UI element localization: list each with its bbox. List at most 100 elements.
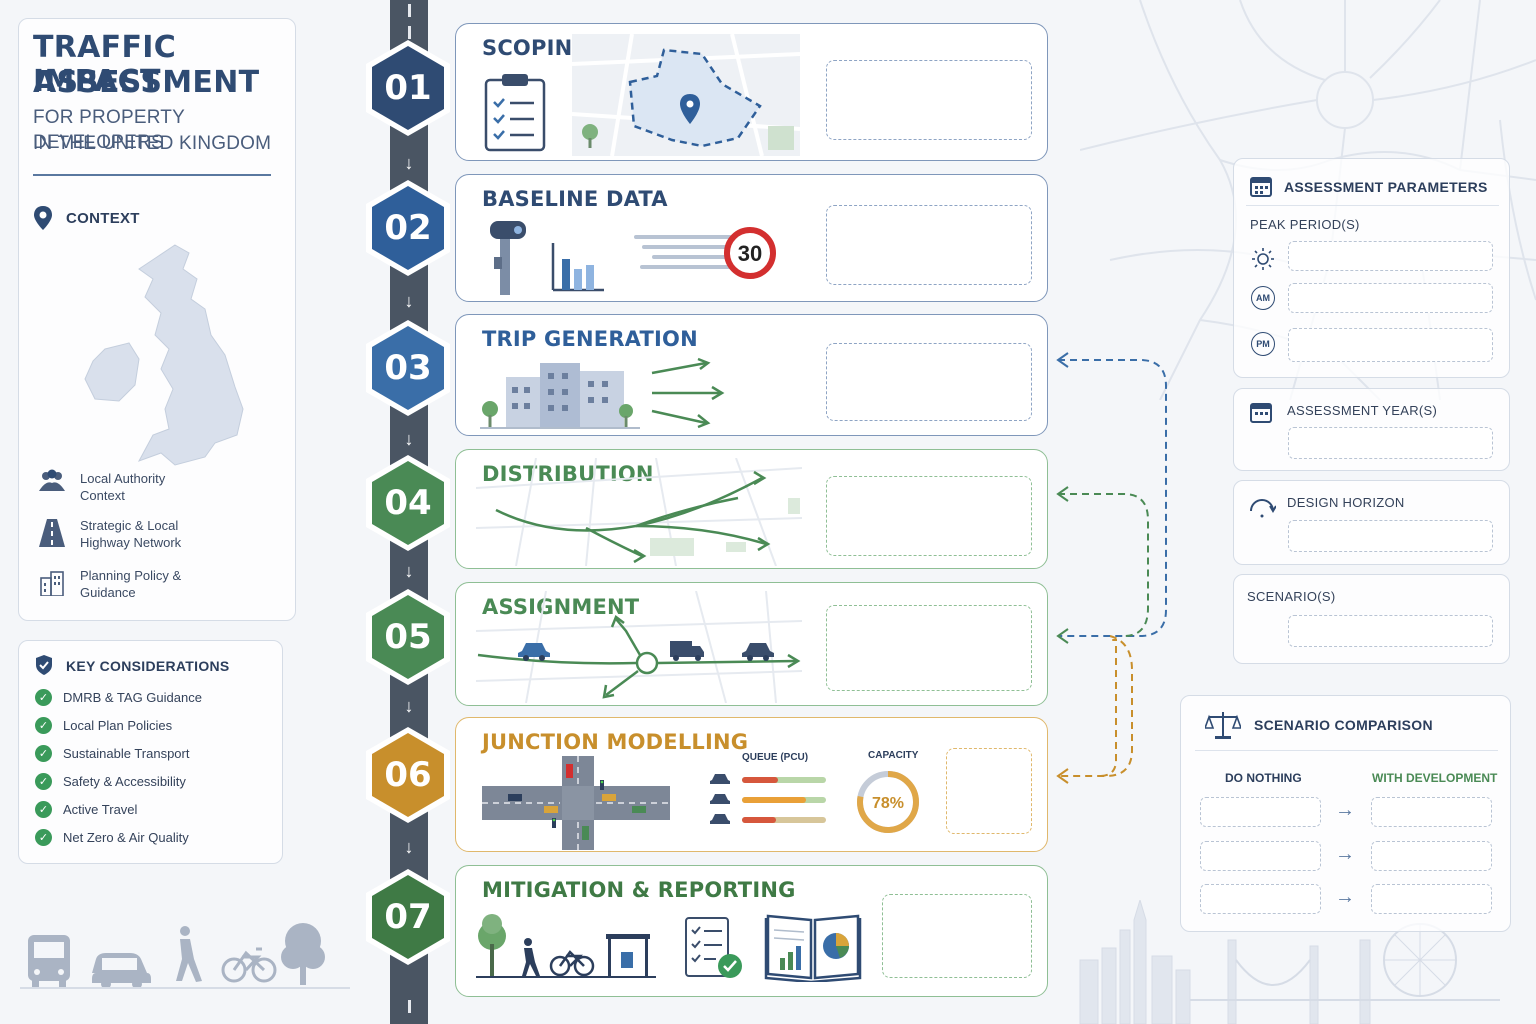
bus-icon	[28, 935, 70, 987]
down-arrow-icon: ↓	[404, 291, 414, 311]
sun-icon	[1252, 248, 1274, 270]
down-arrow-icon: ↓	[404, 561, 414, 581]
comparison-divider	[1195, 750, 1498, 751]
capacity-gauge: 78%	[857, 771, 919, 833]
assessment-parameters-panel: ASSESSMENT PARAMETERS PEAK PERIOD(S) AM …	[1233, 158, 1510, 378]
distribution-notes-field[interactable]	[826, 476, 1032, 556]
truck-icon	[670, 641, 704, 661]
step-number: 04	[372, 461, 444, 545]
down-arrow-icon: ↓	[404, 837, 414, 857]
car-icon	[710, 794, 730, 804]
key-considerations-panel: KEY CONSIDERATIONS ✓DMRB & TAG Guidance✓…	[18, 640, 283, 864]
scales-icon	[1205, 712, 1241, 739]
do-nothing-field[interactable]	[1200, 884, 1321, 914]
down-arrow-icon: ↓	[404, 696, 414, 716]
step-title-scoping: SCOPING	[482, 36, 590, 60]
step-card-junction-modelling[interactable]: JUNCTION MODELLING QUEUE (PCU) CAPACITY …	[455, 717, 1048, 852]
key-consideration-item: DMRB & TAG Guidance	[63, 690, 202, 705]
do-nothing-field[interactable]	[1200, 841, 1321, 871]
step-number: 05	[372, 595, 444, 679]
bar-chart-icon	[551, 243, 604, 292]
pedestrian-icon	[176, 926, 202, 982]
do-nothing-label: DO NOTHING	[1225, 771, 1302, 785]
step-card-mitigation-reporting[interactable]: MITIGATION & REPORTING	[455, 865, 1048, 997]
capacity-label: CAPACITY	[868, 750, 919, 761]
step-number: 03	[372, 326, 444, 410]
do-nothing-field[interactable]	[1200, 797, 1321, 827]
assignment-notes-field[interactable]	[826, 605, 1032, 691]
people-icon	[39, 469, 65, 491]
scenarios-label: SCENARIO(S)	[1247, 589, 1336, 604]
queue-label: QUEUE (PCU)	[742, 752, 809, 763]
step-number: 07	[372, 875, 444, 959]
shield-icon	[36, 655, 52, 675]
step-hexagon: 03	[366, 320, 450, 416]
with-development-label: WITH DEVELOPMENT	[1372, 771, 1498, 785]
step-card-baseline-data[interactable]: BASELINE DATA 30	[455, 174, 1048, 302]
road-dash	[408, 4, 411, 17]
junction-diagram	[482, 756, 670, 850]
development-buildings-icon	[480, 363, 640, 429]
tree-icon	[478, 914, 506, 976]
trip-generation-notes-field[interactable]	[826, 343, 1032, 421]
divider	[33, 174, 271, 176]
pm-icon: PM	[1251, 332, 1275, 356]
step-title-junction-modelling: JUNCTION MODELLING	[482, 730, 749, 754]
assessment-year-panel: ASSESSMENT YEAR(S)	[1233, 388, 1510, 471]
with-development-field[interactable]	[1371, 841, 1492, 871]
check-icon: ✓	[35, 745, 52, 762]
key-consideration-item: Net Zero & Air Quality	[63, 830, 189, 845]
scenario-comparison-panel: SCENARIO COMPARISON DO NOTHING WITH DEVE…	[1180, 695, 1511, 932]
london-skyline	[1079, 900, 1500, 1024]
uk-map	[84, 244, 244, 466]
design-horizon-field[interactable]	[1288, 520, 1493, 552]
step-hexagon: 05	[366, 589, 450, 685]
queue-bars	[710, 774, 826, 824]
step-card-assignment[interactable]: ASSIGNMENT	[455, 582, 1048, 706]
step-title-trip-generation: TRIP GENERATION	[482, 327, 698, 351]
report-checklist-icon	[685, 917, 742, 978]
bicycle-icon	[221, 947, 277, 983]
road-dash	[408, 1000, 411, 1013]
assignment-network	[476, 591, 802, 703]
scoping-notes-field[interactable]	[826, 60, 1032, 140]
context-item-2: Strategic & Local Highway Network	[80, 518, 182, 550]
with-development-field[interactable]	[1371, 884, 1492, 914]
step-card-distribution[interactable]: DISTRIBUTION	[455, 449, 1048, 569]
speed-limit-value: 30	[738, 241, 762, 266]
step-card-scoping[interactable]: SCOPING	[455, 23, 1048, 161]
car-icon	[92, 953, 151, 989]
key-consideration-item: Sustainable Transport	[63, 746, 190, 761]
mitigation-notes-field[interactable]	[882, 894, 1032, 978]
map-pin-icon	[34, 206, 52, 230]
scenario-comparison-title: SCENARIO COMPARISON	[1254, 717, 1433, 733]
right-arrow-icon: →	[1335, 799, 1355, 821]
step-number: 02	[372, 186, 444, 270]
peak-period-label: PEAK PERIOD(S)	[1250, 217, 1360, 232]
car-icon	[710, 774, 730, 784]
peak-period-field[interactable]	[1288, 241, 1493, 271]
report-book-icon	[764, 914, 862, 982]
am-peak-field[interactable]	[1288, 283, 1493, 313]
speed-limit-sign: 30	[634, 227, 776, 279]
assessment-year-field[interactable]	[1288, 427, 1493, 459]
road-dash	[408, 26, 411, 39]
pedestrian-icon	[522, 938, 540, 976]
with-development-field[interactable]	[1371, 797, 1492, 827]
junction-notes-field[interactable]	[946, 748, 1032, 834]
calendar-icon	[1250, 403, 1272, 423]
pm-peak-field[interactable]	[1288, 328, 1493, 362]
step-hexagon: 02	[366, 180, 450, 276]
check-icon: ✓	[35, 829, 52, 846]
car-icon	[518, 643, 550, 661]
check-icon: ✓	[35, 801, 52, 818]
down-arrow-icon: ↓	[404, 429, 414, 449]
scenarios-field[interactable]	[1288, 615, 1493, 647]
capacity-value: 78%	[872, 795, 904, 812]
check-icon: ✓	[35, 773, 52, 790]
baseline-notes-field[interactable]	[826, 205, 1032, 285]
trip-arrows	[651, 357, 725, 429]
am-icon: AM	[1251, 286, 1275, 310]
key-consideration-item: Local Plan Policies	[63, 718, 173, 733]
step-card-trip-generation[interactable]: TRIP GENERATION	[455, 314, 1048, 436]
